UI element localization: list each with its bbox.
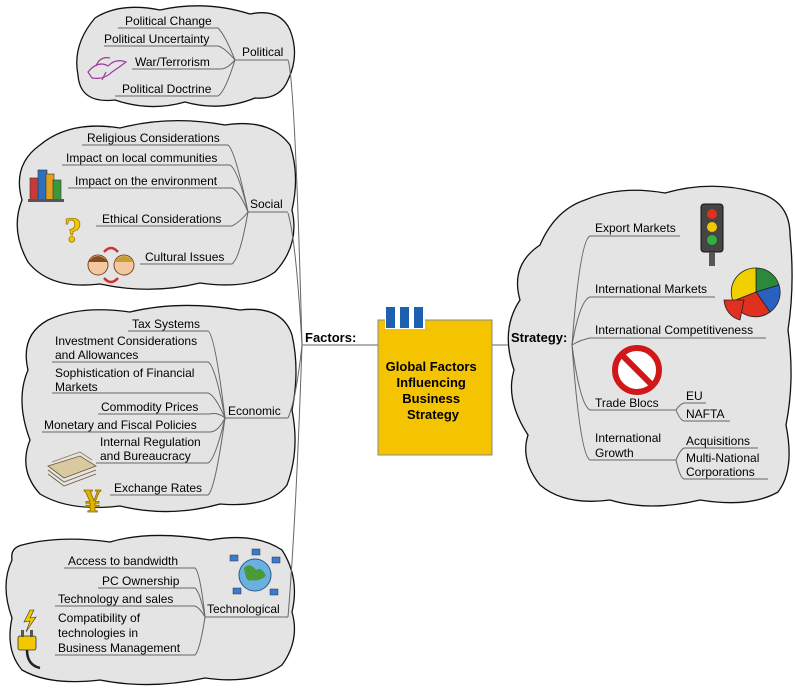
political-branch-lines [104, 27, 288, 97]
connector-social [287, 212, 303, 346]
connector-political [287, 59, 303, 346]
growth-item[interactable]: Multi-National Corporations [686, 451, 763, 479]
economic-item[interactable]: Sophistication of Financial Markets [55, 366, 198, 394]
social-label[interactable]: Social [250, 197, 283, 211]
international-growth[interactable]: International Growth [595, 431, 664, 460]
economic-item[interactable]: Monetary and Fiscal Policies [44, 418, 197, 432]
strategy-branch-lines [571, 235, 768, 480]
technological-cloud [5, 534, 296, 686]
political-item[interactable]: War/Terrorism [135, 55, 210, 69]
economic-branch-lines [42, 330, 288, 496]
central-topic[interactable]: Global Factors Influencing Business Stra… [377, 306, 493, 456]
economic-item[interactable]: Exchange Rates [114, 481, 202, 495]
connector-economic [287, 344, 303, 419]
faces-exchange-icon [87, 246, 135, 284]
central-topic-line-2: Influencing [397, 375, 466, 390]
trade-bloc-item[interactable]: EU [686, 389, 703, 403]
central-topic-line-1: Global Factors [386, 359, 477, 374]
economic-label[interactable]: Economic [228, 404, 281, 418]
no-entry-icon [612, 345, 662, 395]
technological-item[interactable]: Compatibility of technologies in Busines… [58, 611, 181, 655]
traffic-light-icon [700, 203, 724, 266]
social-item[interactable]: Impact on the environment [75, 174, 218, 188]
economic-item[interactable]: Tax Systems [132, 317, 200, 331]
pie-chart-icon [723, 267, 781, 321]
city-buildings-icon [28, 169, 64, 202]
political-item[interactable]: Political Doctrine [122, 82, 212, 96]
svg-text:Global Factors Influenci: Global Factors Influencing Business Stra… [386, 359, 481, 422]
political-cloud [76, 5, 296, 108]
technological-item[interactable]: Access to bandwidth [68, 554, 178, 568]
social-item[interactable]: Impact on local communities [66, 151, 217, 165]
economic-item[interactable]: Internal Regulation and Bureaucracy [100, 435, 204, 463]
technological-item[interactable]: Technology and sales [58, 592, 173, 606]
social-item[interactable]: Ethical Considerations [102, 212, 221, 226]
central-topic-line-3: Business [402, 391, 460, 406]
factors-label[interactable]: Factors: [305, 330, 356, 345]
political-item[interactable]: Political Uncertainty [104, 32, 209, 46]
paper-stack-icon [47, 451, 97, 487]
globe-network-icon [229, 548, 281, 596]
binder-tabs-icon [385, 306, 425, 329]
political-label[interactable]: Political [242, 45, 283, 59]
social-item[interactable]: Religious Considerations [87, 131, 220, 145]
growth-item[interactable]: Acquisitions [686, 434, 750, 448]
social-branch-lines [62, 144, 288, 265]
svg-text:¥: ¥ [84, 483, 101, 520]
power-plug-icon [17, 609, 41, 670]
question-mark-icon: ? [64, 210, 83, 251]
economic-cloud [21, 304, 297, 513]
export-markets[interactable]: Export Markets [595, 221, 676, 235]
trade-bloc-item[interactable]: NAFTA [686, 407, 724, 421]
dove-icon [87, 57, 128, 81]
technological-label[interactable]: Technological [207, 602, 280, 616]
connector-technological [287, 344, 303, 618]
political-item[interactable]: Political Change [125, 14, 212, 28]
economic-item[interactable]: Commodity Prices [101, 400, 198, 414]
strategy-cloud [507, 185, 793, 507]
central-topic-line-4: Strategy [407, 407, 460, 422]
yen-icon: ¥ [84, 483, 102, 521]
international-competitiveness[interactable]: International Competitiveness [595, 323, 753, 337]
social-cloud [16, 120, 297, 290]
technological-item[interactable]: PC Ownership [102, 574, 180, 588]
trade-blocs[interactable]: Trade Blocs [595, 396, 659, 410]
technological-branch-lines [55, 567, 288, 656]
strategy-label[interactable]: Strategy: [511, 330, 567, 345]
international-markets[interactable]: International Markets [595, 282, 707, 296]
social-item[interactable]: Cultural Issues [145, 250, 224, 264]
svg-text:?: ? [64, 210, 82, 250]
economic-item[interactable]: Investment Considerations and Allowances [55, 334, 200, 362]
